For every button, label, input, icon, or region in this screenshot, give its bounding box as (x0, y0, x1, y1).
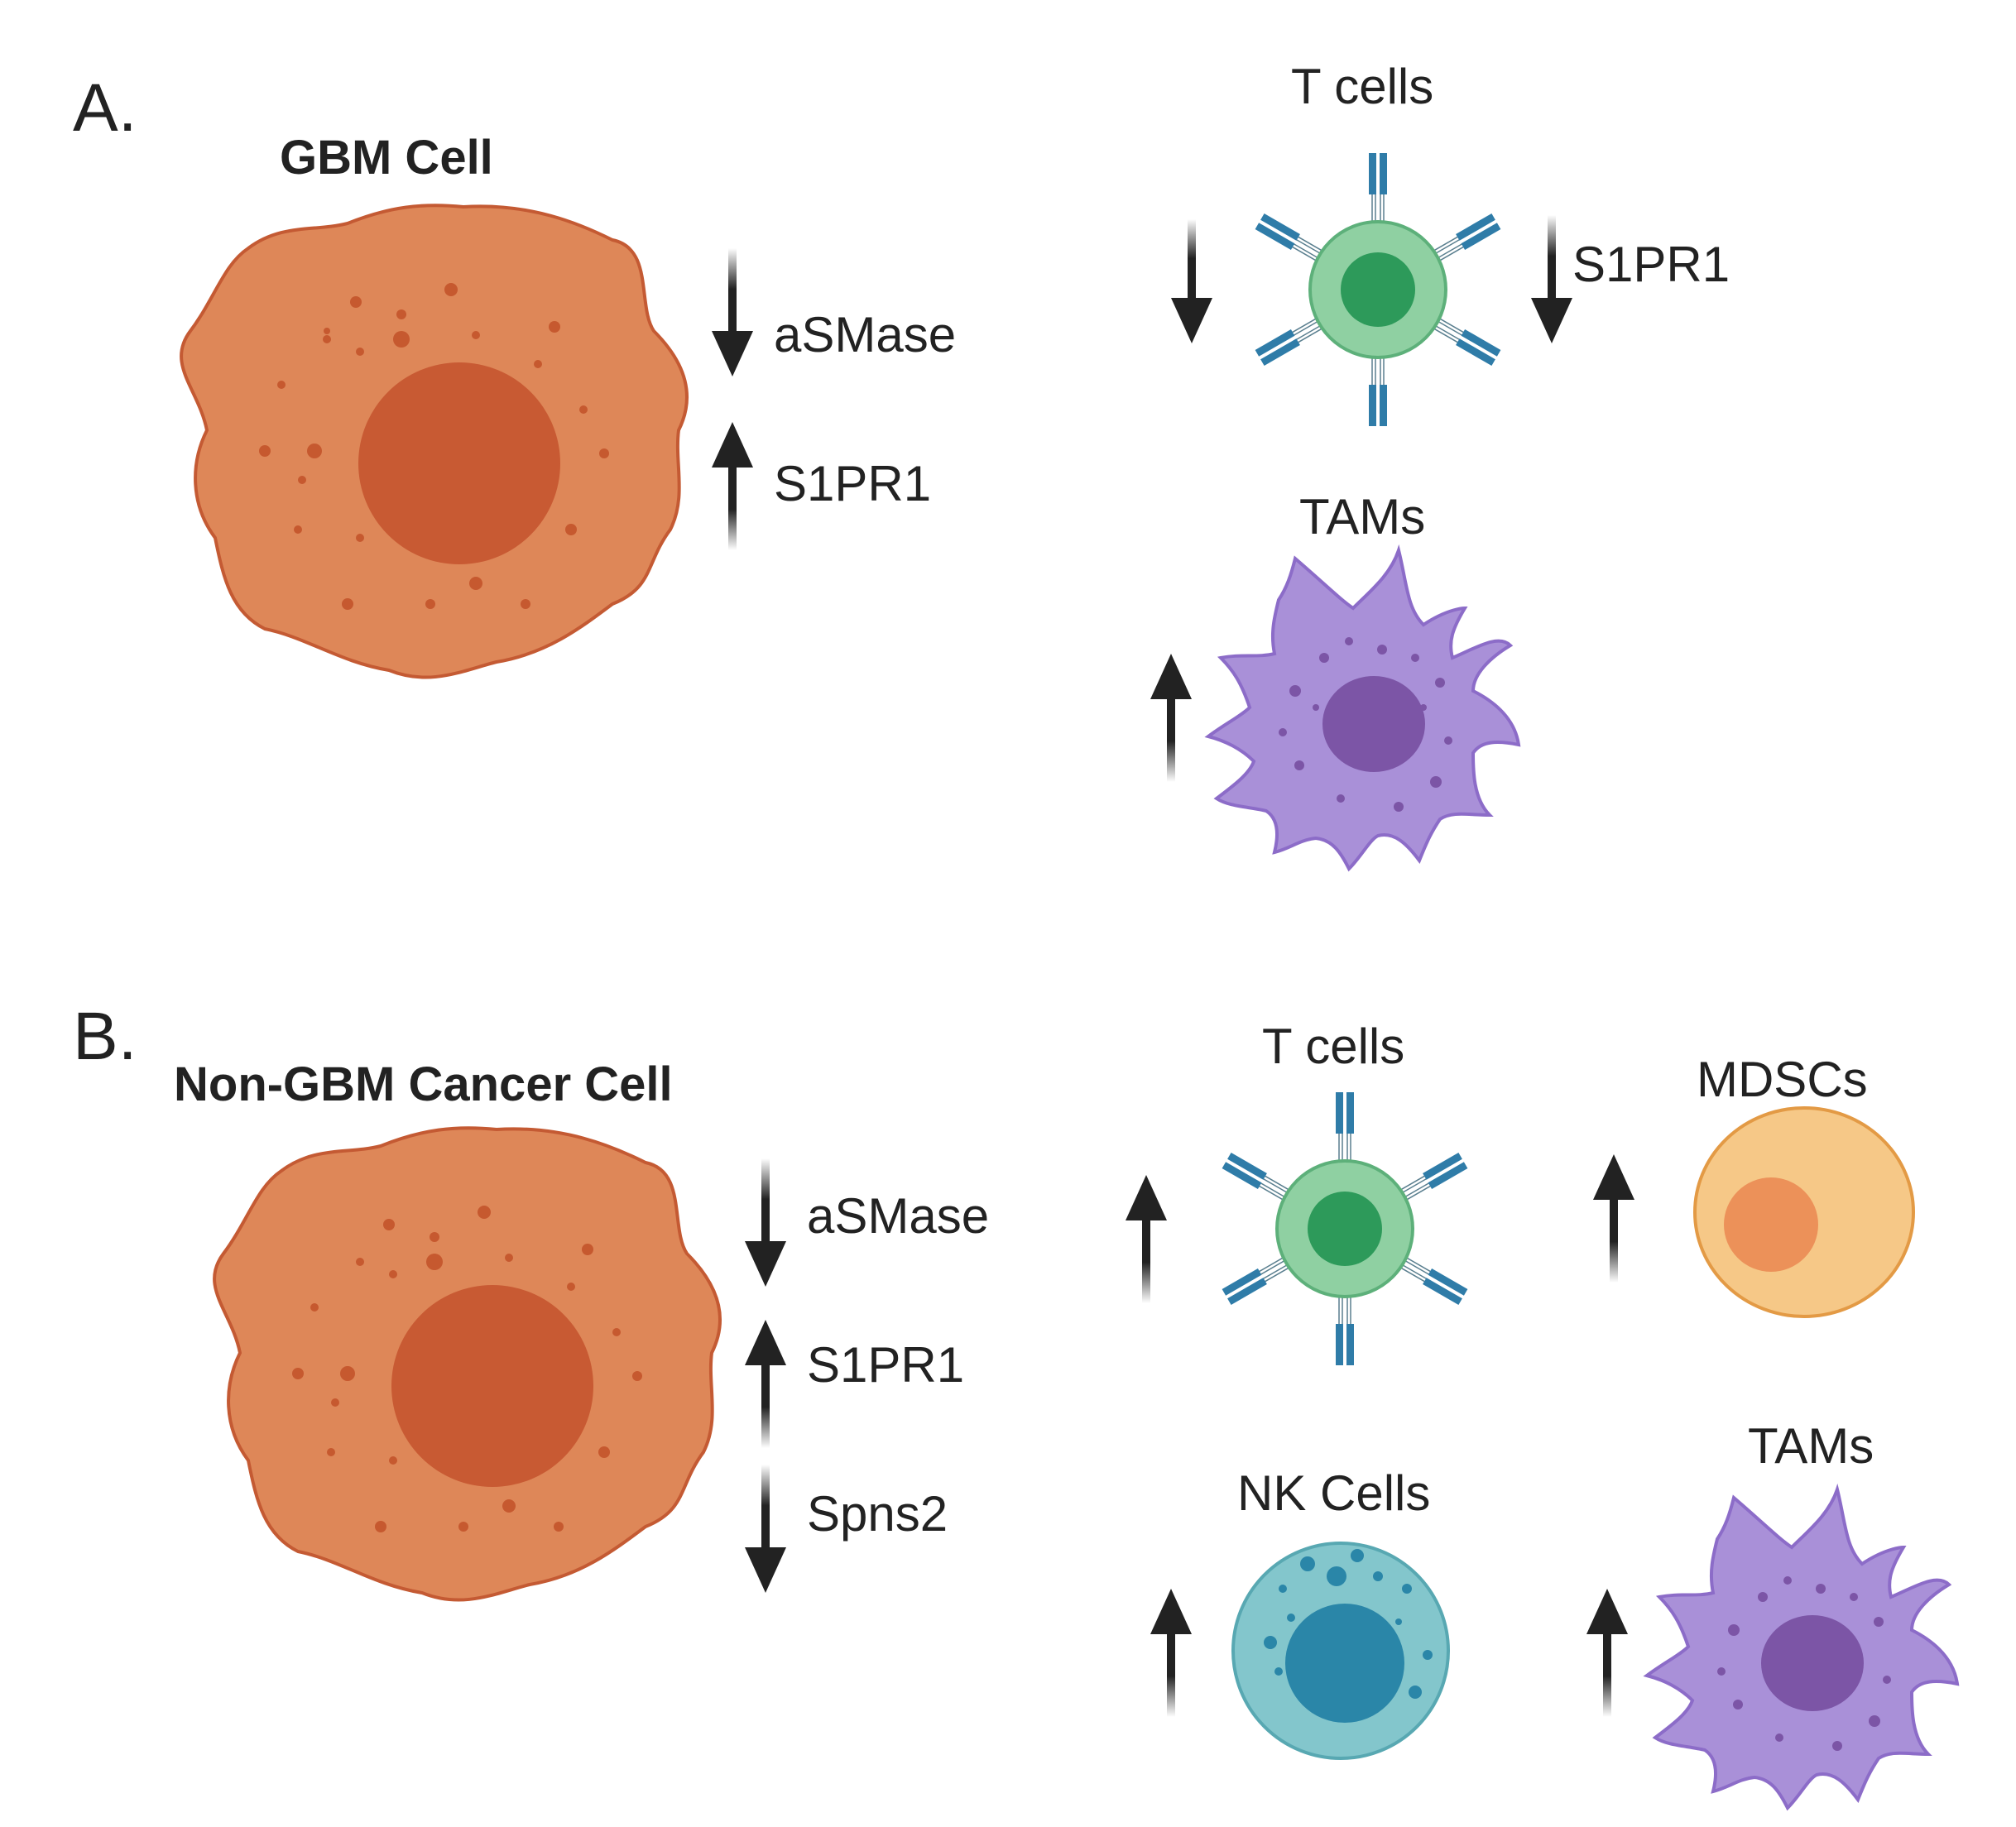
receptor-6 (1222, 1152, 1293, 1203)
t-cell-icon-a (1255, 153, 1501, 426)
tams-label-a: TAMs (1299, 489, 1425, 544)
arrow-up-tams-a (1150, 654, 1192, 782)
marker-asmase-a: aSMase (774, 307, 956, 362)
receptor-5 (1222, 1254, 1293, 1306)
non-gbm-cell-title: Non-GBM Cancer Cell (174, 1057, 673, 1111)
arrow-up-t-cells-b (1126, 1175, 1167, 1303)
nk-cells-label-b: NK Cells (1237, 1465, 1430, 1521)
receptor-1 (1369, 153, 1387, 226)
marker-spns2-b: Spns2 (807, 1486, 948, 1542)
tam-icon-b (1643, 1483, 1960, 1811)
receptor-6 (1255, 213, 1326, 264)
receptor-2 (1430, 213, 1501, 264)
arrow-up-nk-cells-b (1150, 1589, 1192, 1717)
nk-cell-granules-b (1264, 1549, 1433, 1699)
marker-s1pr1-a: S1PR1 (774, 456, 931, 511)
t-cell-icon-b (1222, 1092, 1468, 1365)
t-cells-label-b: T cells (1262, 1019, 1404, 1074)
arrow-up-s1pr1-b (745, 1320, 786, 1448)
t-cells-s1pr1-label-a: S1PR1 (1572, 237, 1730, 292)
nk-cell-icon-b (1231, 1542, 1450, 1760)
tam-nucleus-a (1322, 676, 1425, 772)
panel-b: B. Non-GBM Cancer Cell aSMase (73, 999, 1960, 1811)
arrow-up-tams-b (1586, 1589, 1628, 1717)
tams-label-b: TAMs (1748, 1418, 1874, 1474)
gbm-cell-nucleus (358, 362, 560, 564)
mdsc-nucleus-b (1724, 1177, 1818, 1272)
non-gbm-cell-nucleus (391, 1285, 593, 1487)
tam-granules-b (1717, 1576, 1891, 1751)
t-cell-receptors-b (1222, 1092, 1468, 1365)
arrow-down-asmase-a (712, 248, 753, 376)
receptor-4 (1369, 353, 1387, 426)
receptor-3 (1397, 1254, 1468, 1306)
receptor-5 (1255, 315, 1326, 367)
non-gbm-cell-icon (213, 1126, 722, 1602)
arrow-down-spns2-b (745, 1465, 786, 1593)
t-cells-label-a: T cells (1291, 59, 1433, 114)
t-cell-nucleus-a (1341, 252, 1415, 327)
receptor-3 (1430, 315, 1501, 367)
arrow-up-mdscs-b (1593, 1154, 1634, 1283)
tam-icon-a (1204, 544, 1521, 872)
tam-nucleus-b (1761, 1615, 1864, 1711)
arrow-down-s1pr1-t-cells-a (1531, 215, 1572, 343)
arrow-down-asmase-b (745, 1158, 786, 1287)
tam-granules-a (1279, 637, 1452, 812)
non-gbm-cell-granules (292, 1206, 642, 1532)
panel-b-label: B. (73, 999, 137, 1074)
receptor-2 (1397, 1152, 1468, 1203)
mdsc-icon-b (1693, 1106, 1915, 1318)
t-cell-nucleus-b (1308, 1192, 1382, 1266)
panel-a: A. GBM Cell aSMase S1P (73, 59, 1730, 872)
gbm-cell-icon (180, 204, 689, 679)
gbm-cell-title: GBM Cell (280, 131, 493, 185)
t-cell-receptors-a (1255, 153, 1501, 426)
receptor-4 (1336, 1292, 1354, 1365)
gbm-cell-granules (259, 283, 609, 610)
nk-cell-nucleus-b (1285, 1604, 1404, 1723)
arrow-down-t-cells-a (1171, 219, 1212, 343)
receptor-1 (1336, 1092, 1354, 1165)
marker-asmase-b: aSMase (807, 1188, 989, 1244)
panel-a-label: A. (73, 70, 137, 146)
mdscs-label-b: MDSCs (1697, 1052, 1868, 1107)
marker-s1pr1-b: S1PR1 (807, 1337, 964, 1393)
arrow-up-s1pr1-a (712, 422, 753, 550)
